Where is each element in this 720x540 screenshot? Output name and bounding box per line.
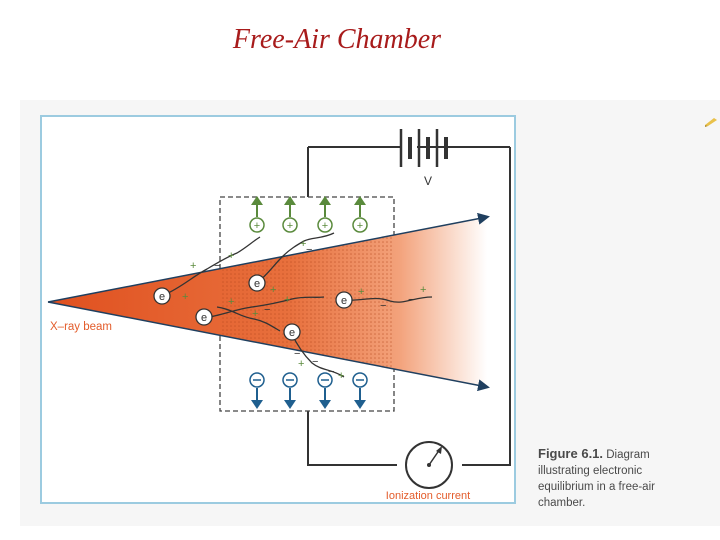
pencil-icon <box>705 118 717 127</box>
svg-text:+: + <box>254 220 260 232</box>
positive-ion-row: + + + + <box>249 196 368 233</box>
svg-text:e: e <box>254 278 260 290</box>
charge-minus: − <box>328 366 334 378</box>
figure-label: Figure 6.1. <box>538 446 604 461</box>
ammeter-icon <box>405 441 453 489</box>
charge-plus: + <box>298 358 304 370</box>
negative-ion <box>282 372 298 409</box>
free-air-chamber-diagram: V Ionization current X–ray bea <box>47 129 511 502</box>
charge-plus: + <box>270 284 276 296</box>
electron: e <box>153 287 171 305</box>
diagram-frame: V Ionization current X–ray bea <box>40 115 516 504</box>
electron: e <box>248 274 266 292</box>
charge-plus: + <box>358 286 364 298</box>
positive-ion: + <box>317 196 333 233</box>
charge-plus: + <box>284 294 290 306</box>
battery-icon <box>308 129 510 167</box>
figure-caption: Figure 6.1. Diagram illustrating electro… <box>538 446 698 511</box>
charge-plus: + <box>228 250 234 262</box>
charge-minus: − <box>306 244 312 256</box>
beam-edge-upper <box>47 212 490 303</box>
negative-ion <box>352 372 368 409</box>
negative-ion-row <box>249 372 368 409</box>
slide-title: Free-Air Chamber <box>232 24 442 55</box>
svg-text:+: + <box>322 220 328 232</box>
figure-panel: V Ionization current X–ray bea <box>20 100 720 526</box>
charge-plus: + <box>190 260 196 272</box>
collection-volume-dots <box>220 235 394 369</box>
charge-minus: − <box>294 348 300 360</box>
charge-minus: − <box>408 294 414 306</box>
charge-plus: + <box>252 308 258 320</box>
svg-text:+: + <box>357 220 363 232</box>
charge-plus: + <box>338 370 344 382</box>
electron: e <box>195 308 213 326</box>
charge-minus: − <box>264 304 270 316</box>
voltage-label: V <box>424 174 432 188</box>
charge-minus: − <box>380 300 386 312</box>
svg-text:e: e <box>289 327 295 339</box>
charge-minus: − <box>214 260 220 272</box>
circuit-wire <box>307 147 511 466</box>
charge-plus: + <box>300 238 306 250</box>
charge-plus: + <box>228 296 234 308</box>
svg-text:+: + <box>287 220 293 232</box>
charge-plus: + <box>420 284 426 296</box>
electron: e <box>335 291 353 309</box>
electron-tracks <box>163 232 433 378</box>
beam-edge-lower <box>47 301 490 392</box>
positive-ion: + <box>249 196 265 233</box>
svg-text:e: e <box>201 312 207 324</box>
positive-ion: + <box>352 196 368 233</box>
ionization-current-label: Ionization current <box>386 490 470 502</box>
caption-text: Diagram illustrating electronic equilibr… <box>538 449 655 509</box>
x-ray-beam-label: X–ray beam <box>50 321 112 333</box>
negative-ion <box>317 372 333 409</box>
positive-ion: + <box>282 196 298 233</box>
svg-text:e: e <box>341 295 347 307</box>
electron: e <box>283 323 301 341</box>
svg-text:e: e <box>159 291 165 303</box>
charge-minus: − <box>312 356 318 368</box>
charge-plus: + <box>182 291 188 303</box>
negative-ion <box>249 372 265 409</box>
scattered-charges: + + − + + − + + + + − + − + − − − + + − <box>182 238 426 382</box>
